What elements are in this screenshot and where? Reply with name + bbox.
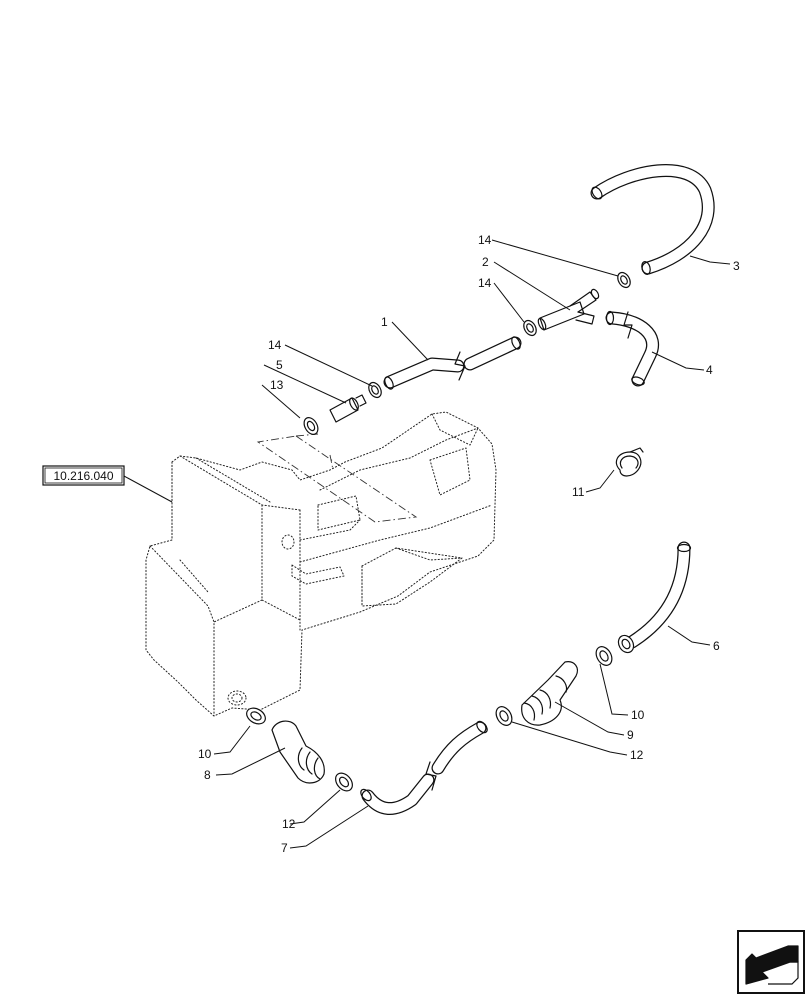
callout-14-left: 14 xyxy=(268,338,282,352)
callout-11: 11 xyxy=(572,485,585,499)
callout-8: 8 xyxy=(204,768,211,782)
callout-4: 4 xyxy=(706,363,713,377)
clamp-part-13 xyxy=(303,417,319,435)
callout-9: 9 xyxy=(627,728,634,742)
callout-1: 1 xyxy=(381,315,388,329)
clamp-part-11 xyxy=(615,447,644,477)
check-valve-part-5 xyxy=(329,394,367,423)
callout-12-left: 12 xyxy=(282,817,296,831)
hose-part-7 xyxy=(360,720,488,815)
hose-part-4 xyxy=(605,310,659,387)
t-connector-part-2 xyxy=(537,288,600,331)
callout-12-right: 12 xyxy=(630,748,644,762)
assembly-guide-lines xyxy=(256,433,418,523)
callout-13: 13 xyxy=(270,378,284,392)
clamps-lower-left xyxy=(246,707,353,792)
callout-3: 3 xyxy=(733,259,740,273)
callout-6: 6 xyxy=(713,639,720,653)
reference-label: 10.216.040 xyxy=(53,469,113,483)
clamps-part-14 xyxy=(368,271,631,399)
fuel-tank-outline xyxy=(145,411,497,717)
reference-box[interactable]: 10.216.040 xyxy=(42,465,125,486)
bellows-part-8 xyxy=(271,720,325,784)
clamps-lower-right xyxy=(495,646,613,726)
callout-14-top: 14 xyxy=(478,233,492,247)
callout-5: 5 xyxy=(276,358,283,372)
bellows-part-9 xyxy=(521,661,578,726)
hose-part-1 xyxy=(383,336,522,390)
callout-14-mid: 14 xyxy=(478,276,492,290)
callout-2: 2 xyxy=(482,255,489,269)
hose-part-6 xyxy=(617,541,692,654)
callout-10-left: 10 xyxy=(198,747,212,761)
callout-labels: 1 2 3 4 5 6 7 8 9 10 10 11 12 12 13 14 1… xyxy=(198,233,740,855)
hose-part-3 xyxy=(590,164,715,275)
leader-lines xyxy=(123,239,731,849)
callout-7: 7 xyxy=(281,841,288,855)
callout-10-right: 10 xyxy=(631,708,645,722)
previous-page-arrow-icon[interactable] xyxy=(737,930,805,994)
